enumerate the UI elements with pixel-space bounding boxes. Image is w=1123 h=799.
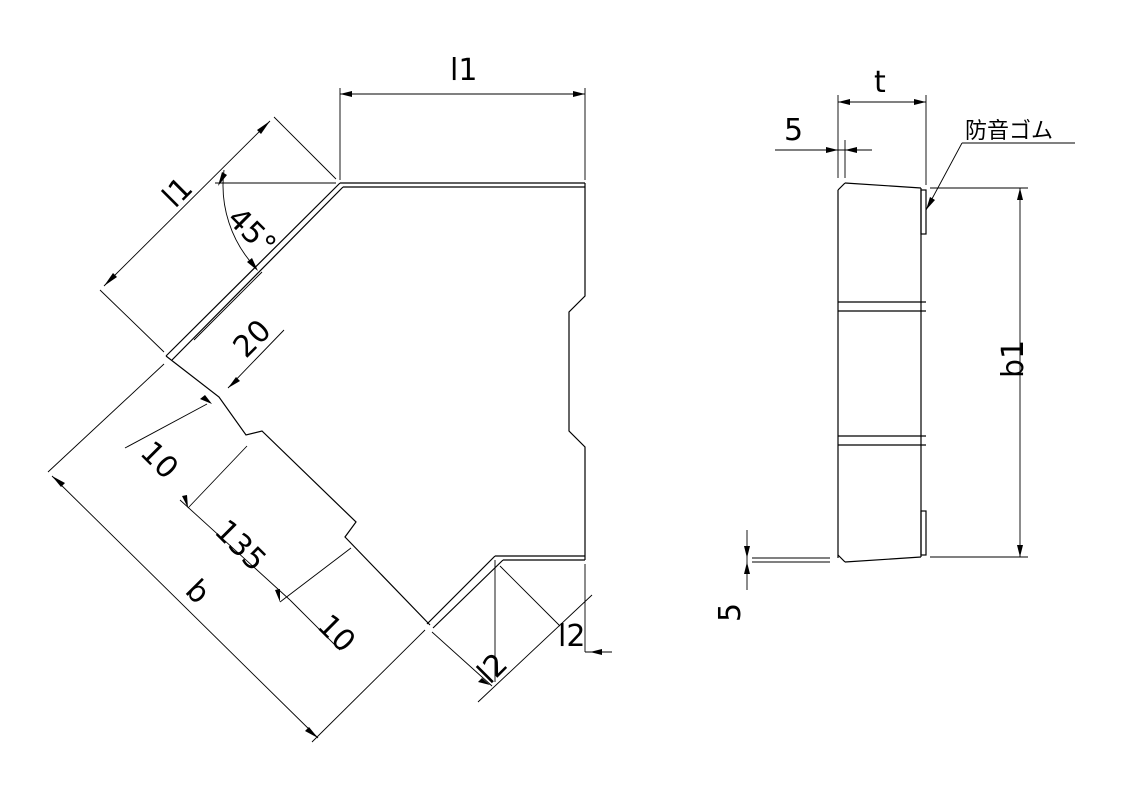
label-t: t <box>874 65 886 100</box>
label-angle: 45° <box>220 201 282 263</box>
label-10-upper: 10 <box>133 435 185 487</box>
dim-l1-top: l1 <box>339 53 586 180</box>
dim-l1-diagonal: l1 <box>99 116 337 353</box>
dim-t: t <box>837 65 927 185</box>
label-135: 135 <box>207 513 272 578</box>
label-rubber: 防音ゴム <box>965 119 1053 144</box>
dim-l2: l2 l2 <box>431 560 612 703</box>
dim-chain-10-135-10: 10 135 10 <box>124 395 362 660</box>
elbow-plan-view <box>165 182 586 629</box>
dim-b: b <box>47 363 426 743</box>
dim-5-top: 5 <box>775 113 872 178</box>
label-10-lower: 10 <box>310 608 362 660</box>
label-20: 20 <box>227 313 279 365</box>
label-l2-right: l2 <box>558 619 585 654</box>
label-l1-diagonal: l1 <box>156 171 200 215</box>
label-b1: b1 <box>996 340 1031 378</box>
label-5-bottom: 5 <box>713 603 748 622</box>
label-5-top: 5 <box>784 113 803 148</box>
dim-5-bottom: 5 <box>713 530 830 622</box>
dim-b1: b1 <box>930 187 1031 558</box>
side-view <box>837 182 927 563</box>
label-l1-top: l1 <box>450 53 477 88</box>
dim-20: 20 <box>193 271 285 389</box>
rubber-leader: 防音ゴム <box>925 119 1075 211</box>
label-l2-diagonal: l2 <box>471 647 515 691</box>
